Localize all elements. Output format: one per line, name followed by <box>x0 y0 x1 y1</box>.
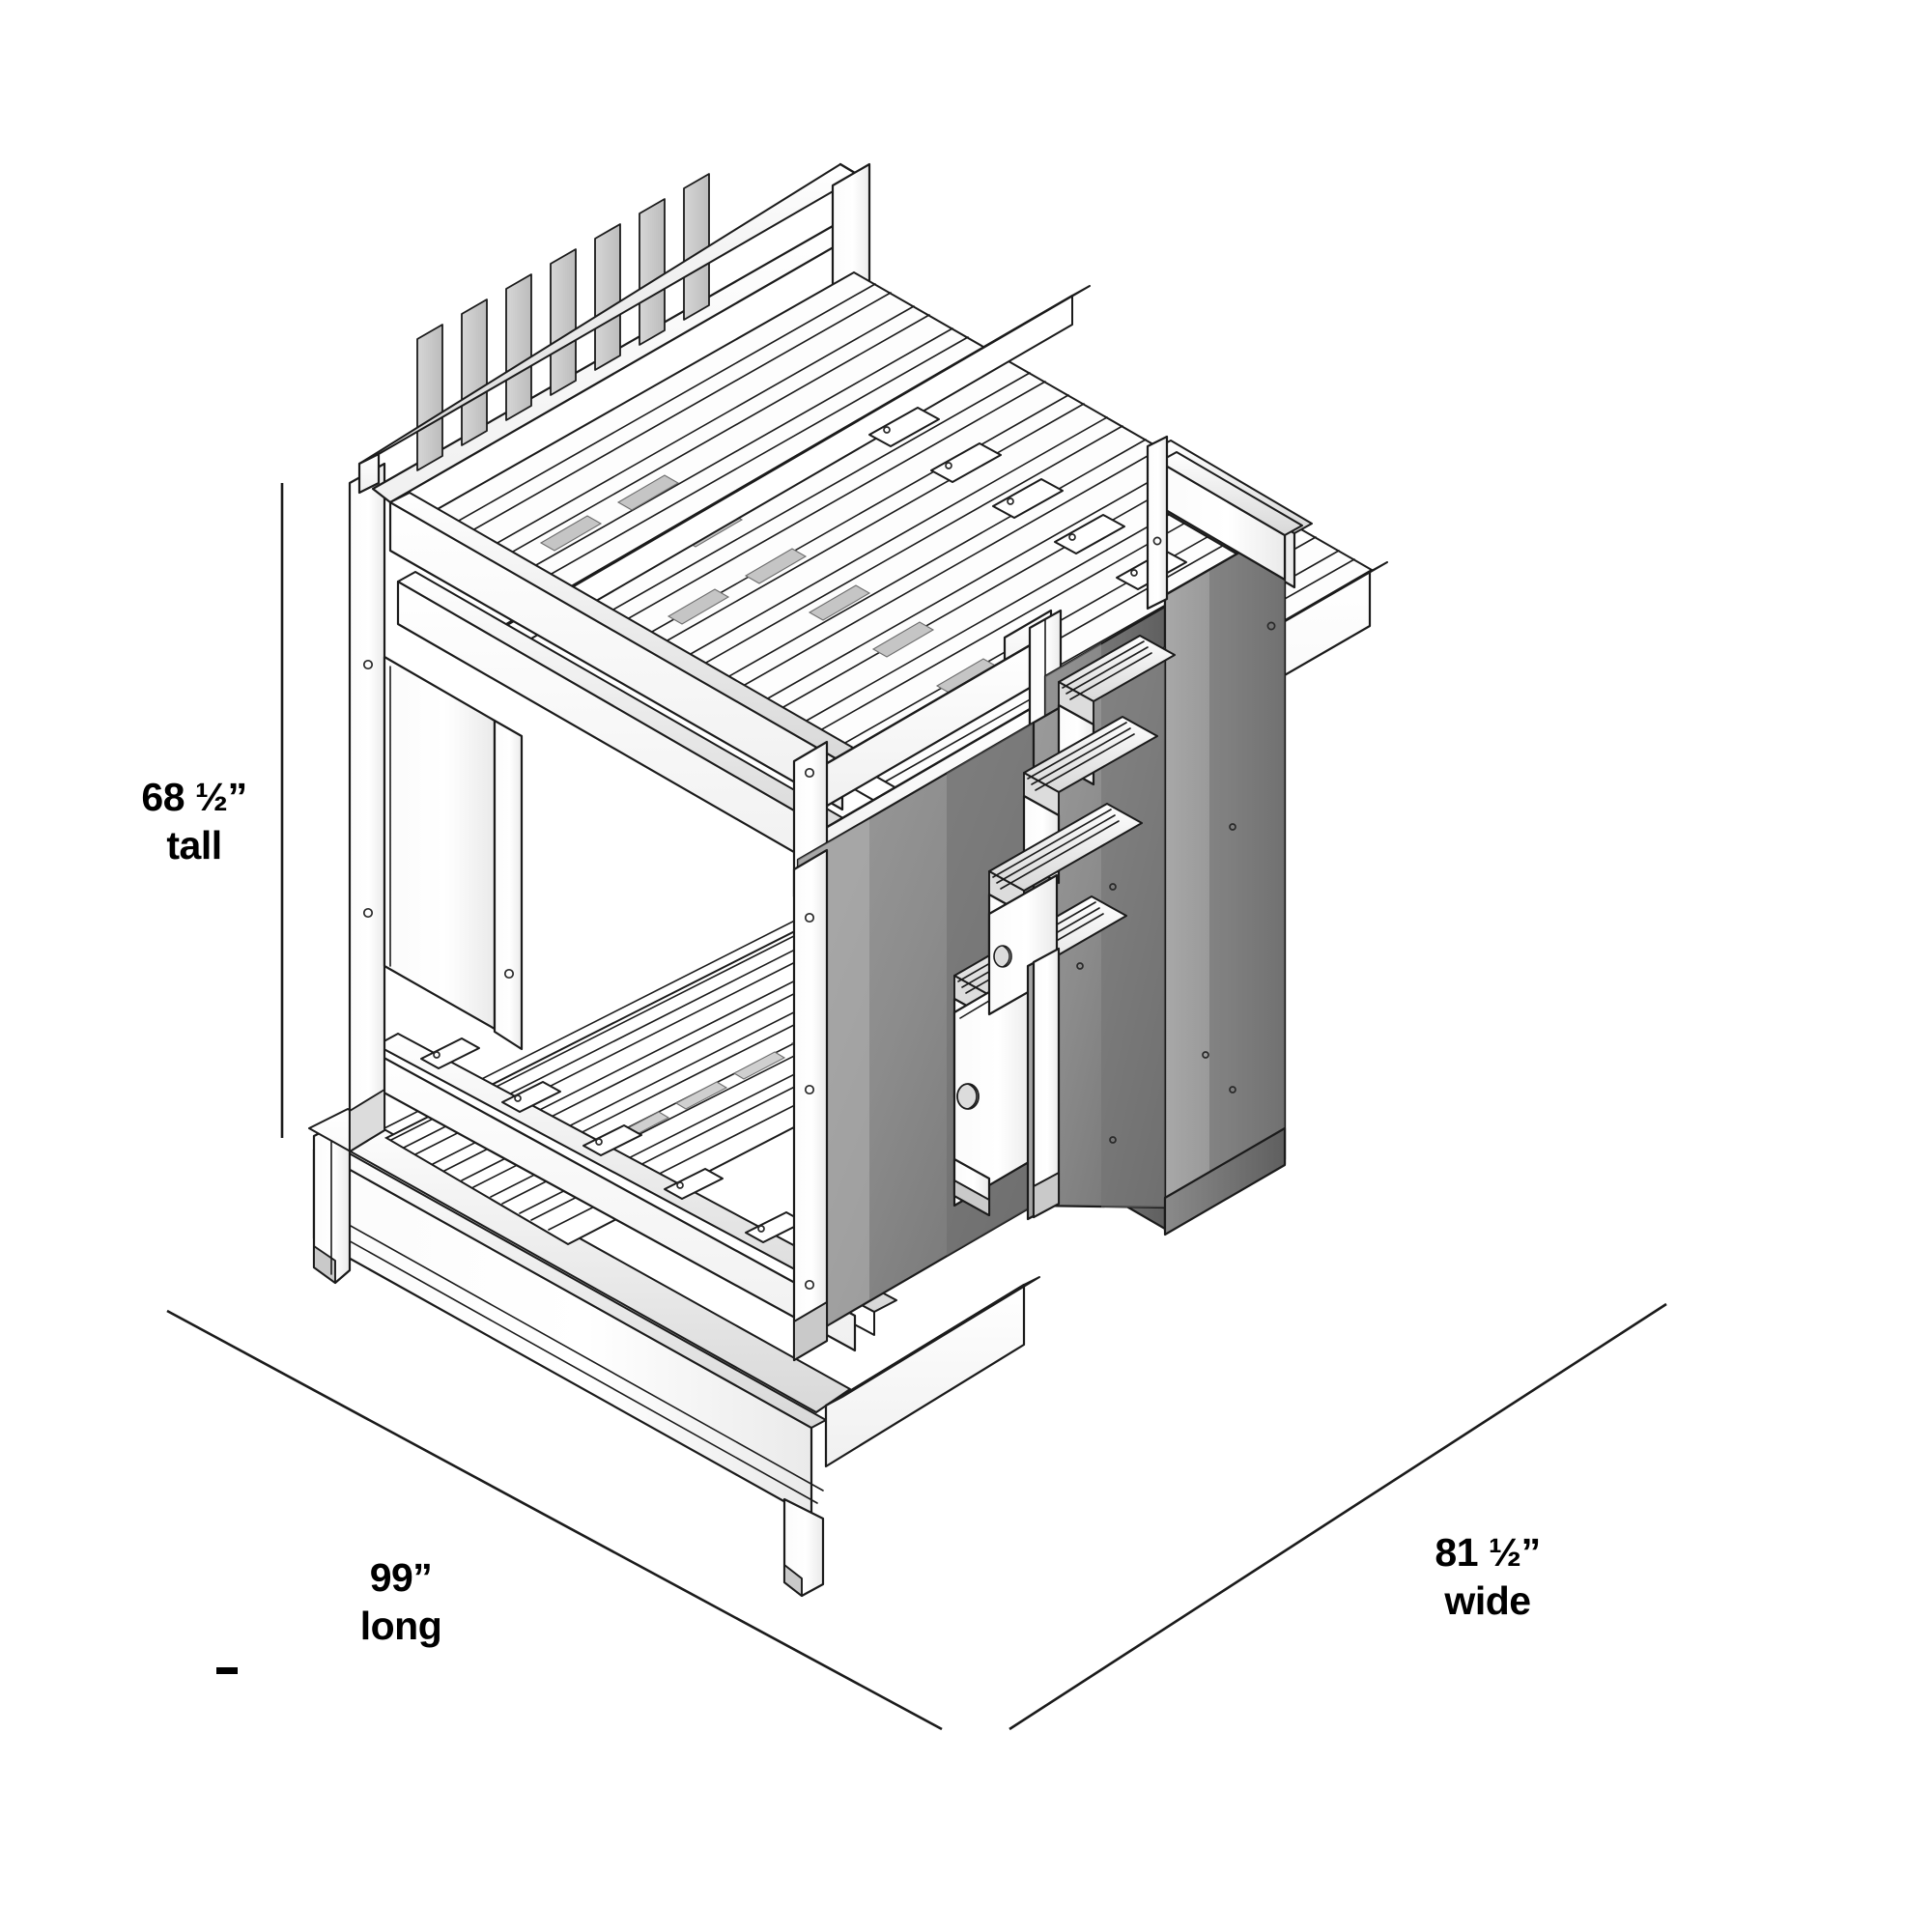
left-side-infill-panel <box>383 655 497 1031</box>
left-corner-post <box>348 462 386 1153</box>
footboard-top-rail <box>308 1108 851 1413</box>
left-inner-post <box>493 719 524 1051</box>
headboard-spindles <box>416 173 710 471</box>
left-post-screws <box>362 659 515 980</box>
stair-top-guard-panel <box>1146 435 1303 631</box>
upper-bunk-headboard <box>357 162 871 504</box>
height-dimension-label: 68 ½” tall <box>93 773 296 869</box>
bed-end-left-post <box>792 848 829 1362</box>
length-dimension-line <box>166 1309 943 1731</box>
upper-bunk-center-beam <box>482 285 1091 668</box>
height-value: 68 ½” <box>141 775 247 819</box>
upper-slat-cleats <box>868 407 1249 626</box>
width-dimension-label: 81 ½” wide <box>1362 1528 1613 1625</box>
stair-panel-screws <box>1076 823 1236 1144</box>
stair-stringer <box>1163 525 1287 1233</box>
stair-front-corner-post <box>1026 947 1061 1221</box>
width-unit-word: wide <box>1444 1578 1531 1624</box>
length-value: 99” <box>369 1555 433 1600</box>
lower-bunk-side-rail <box>824 1276 1040 1468</box>
slat-mount-cleats <box>420 1037 805 1243</box>
width-dimension-line <box>1009 1302 1667 1731</box>
dimension-lines <box>166 483 1667 1731</box>
guard-rail-lower-long <box>396 571 863 883</box>
reference-tick-mark <box>216 1667 238 1674</box>
footboard-right-leg <box>782 1497 825 1598</box>
bed-end-post-screws <box>804 912 815 1291</box>
width-value: 81 ½” <box>1435 1530 1541 1575</box>
drawer-knob-lower <box>956 1083 980 1110</box>
left-head-post-assembly <box>348 462 524 1153</box>
guard-rail-upper-long <box>388 492 861 811</box>
height-unit-word: tall <box>166 823 222 868</box>
stair-bottom-drawer <box>952 964 1036 1217</box>
stair-outer-panel-foot <box>1163 1126 1287 1236</box>
length-dimension-label: 99” long <box>290 1553 512 1650</box>
drawer-knob-upper <box>993 945 1012 968</box>
length-unit-word: long <box>359 1604 442 1649</box>
